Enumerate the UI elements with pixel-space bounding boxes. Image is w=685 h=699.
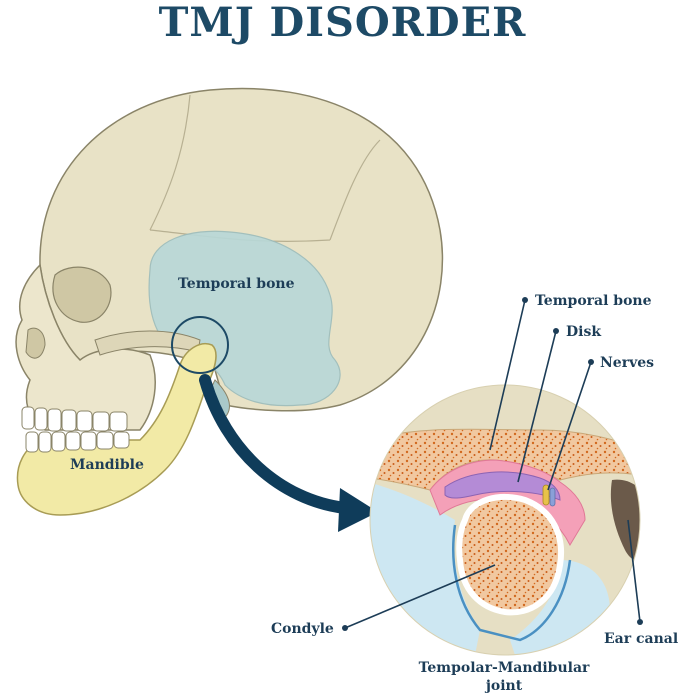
label-nerves: Nerves — [600, 355, 654, 371]
label-condyle: Condyle — [271, 621, 334, 637]
joint-highlight-circle — [171, 316, 229, 374]
upper-teeth — [21, 406, 128, 432]
label-disk: Disk — [566, 324, 601, 340]
eye-socket — [52, 266, 112, 323]
page-title: TMJ DISORDER — [158, 0, 527, 46]
lower-teeth — [25, 431, 130, 453]
label-joint-line2: joint — [484, 678, 523, 694]
joint-detail — [369, 384, 641, 656]
label-temporal-bone-skull: Temporal bone — [178, 276, 295, 292]
skull — [15, 87, 444, 431]
label-ear-canal: Ear canal — [604, 631, 678, 647]
nasal-cavity — [25, 327, 46, 359]
label-temporal-bone-detail: Temporal bone — [535, 293, 652, 309]
nerves-shape — [542, 484, 556, 507]
disk-shape — [444, 471, 561, 501]
face — [15, 263, 156, 431]
condyle-shape — [456, 493, 564, 616]
label-mandible: Mandible — [70, 457, 144, 473]
label-joint-line1: Tempolar-Mandibular — [419, 660, 590, 676]
zoom-arrow — [199, 374, 378, 532]
